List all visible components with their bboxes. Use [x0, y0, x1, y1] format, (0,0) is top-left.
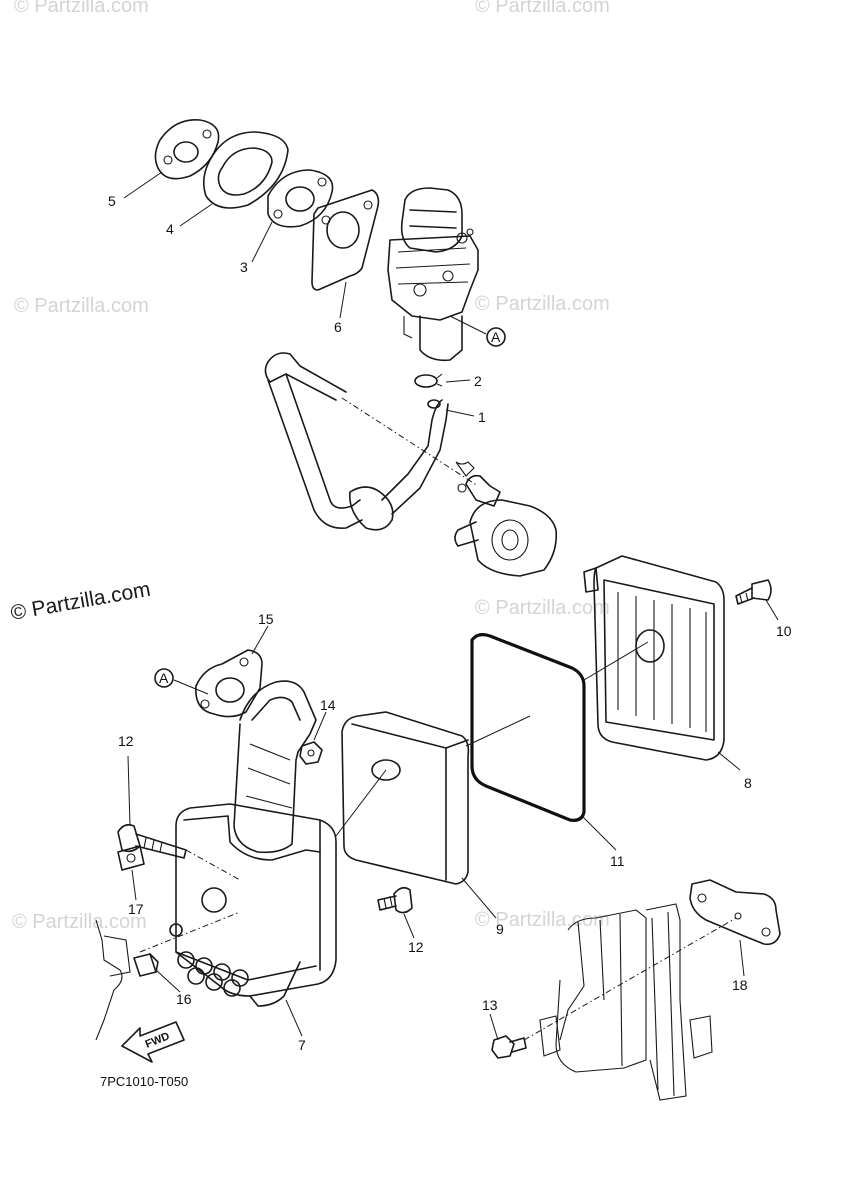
bracket-17 — [689, 879, 781, 946]
nut-13 — [299, 741, 323, 765]
nut-16 — [117, 845, 145, 871]
gasket-6 — [311, 189, 380, 291]
watermark-faint: © Partzilla.com — [475, 597, 610, 619]
assembly-line — [139, 911, 241, 953]
watermark-faint: © Partzilla.com — [475, 0, 610, 17]
ref-marker-a-label: A — [159, 670, 169, 686]
fuel-pump — [454, 461, 558, 577]
callout-3: 3 — [240, 259, 248, 275]
bolt-18 — [491, 1035, 527, 1059]
callout-8: 8 — [744, 775, 752, 791]
clip-2 — [414, 373, 443, 388]
ref-marker-a-lower — [154, 668, 174, 688]
frame-left — [95, 919, 131, 1041]
frame-right — [539, 903, 713, 1101]
callout-7: 7 — [298, 1037, 306, 1053]
callout-6: 6 — [334, 319, 342, 335]
ref-marker-a-upper — [486, 327, 506, 347]
nut-15 — [133, 953, 159, 977]
case-holes — [177, 951, 249, 997]
gasket-11 — [470, 633, 586, 822]
carburetor — [387, 187, 479, 362]
fwd-arrow: FWD — [121, 1021, 185, 1063]
callout-11: 11 — [610, 853, 625, 869]
diagram-code: 7PC1010-T050 — [100, 1074, 188, 1089]
callout-1: 1 — [478, 409, 486, 425]
watermark-faint: © Partzilla.com — [14, 295, 149, 317]
callout-numbers: 5 4 3 6 2 1 15 14 12 10 8 11 9 12 17 16 … — [108, 193, 792, 1053]
callout-18: 13 — [482, 997, 498, 1013]
callout-2: 2 — [474, 373, 482, 389]
gasket-14 — [195, 649, 263, 718]
assembly-line — [341, 397, 479, 487]
callout-5: 5 — [108, 193, 116, 209]
callout-14: 15 — [258, 611, 274, 627]
assembly-line — [335, 769, 387, 837]
watermark-faint: © Partzilla.com — [12, 911, 147, 933]
fuel-hose-1 — [264, 352, 449, 531]
callout-13: 14 — [320, 697, 336, 713]
gasket-5 — [154, 119, 220, 180]
bolt-12-lower — [377, 886, 413, 914]
callout-15: 16 — [176, 991, 192, 1007]
callout-4: 4 — [166, 221, 174, 237]
callout-17: 18 — [732, 977, 748, 993]
spacer-4 — [202, 131, 289, 209]
watermark-faint: © Partzilla.com — [475, 293, 610, 315]
callout-16: 17 — [128, 901, 144, 917]
callout-10: 10 — [776, 623, 792, 639]
gasket-3 — [267, 169, 334, 228]
callout-12-lower: 12 — [408, 939, 424, 955]
bolt-10 — [735, 579, 772, 605]
air-filter-9 — [341, 711, 470, 885]
air-cleaner-cover-8 — [583, 555, 725, 761]
watermark-faint: © Partzilla.com — [475, 909, 610, 931]
watermark-main: © Partzilla.com — [9, 578, 152, 625]
callout-9: 9 — [496, 921, 504, 937]
callout-leaders — [123, 171, 779, 1041]
callout-12-upper: 12 — [118, 733, 134, 749]
watermark-faint: © Partzilla.com — [14, 0, 149, 17]
ref-marker-a-label: A — [491, 329, 501, 345]
air-cleaner-case-7 — [169, 680, 337, 1007]
assembly-line — [185, 849, 241, 881]
assembly-line — [523, 917, 737, 1041]
